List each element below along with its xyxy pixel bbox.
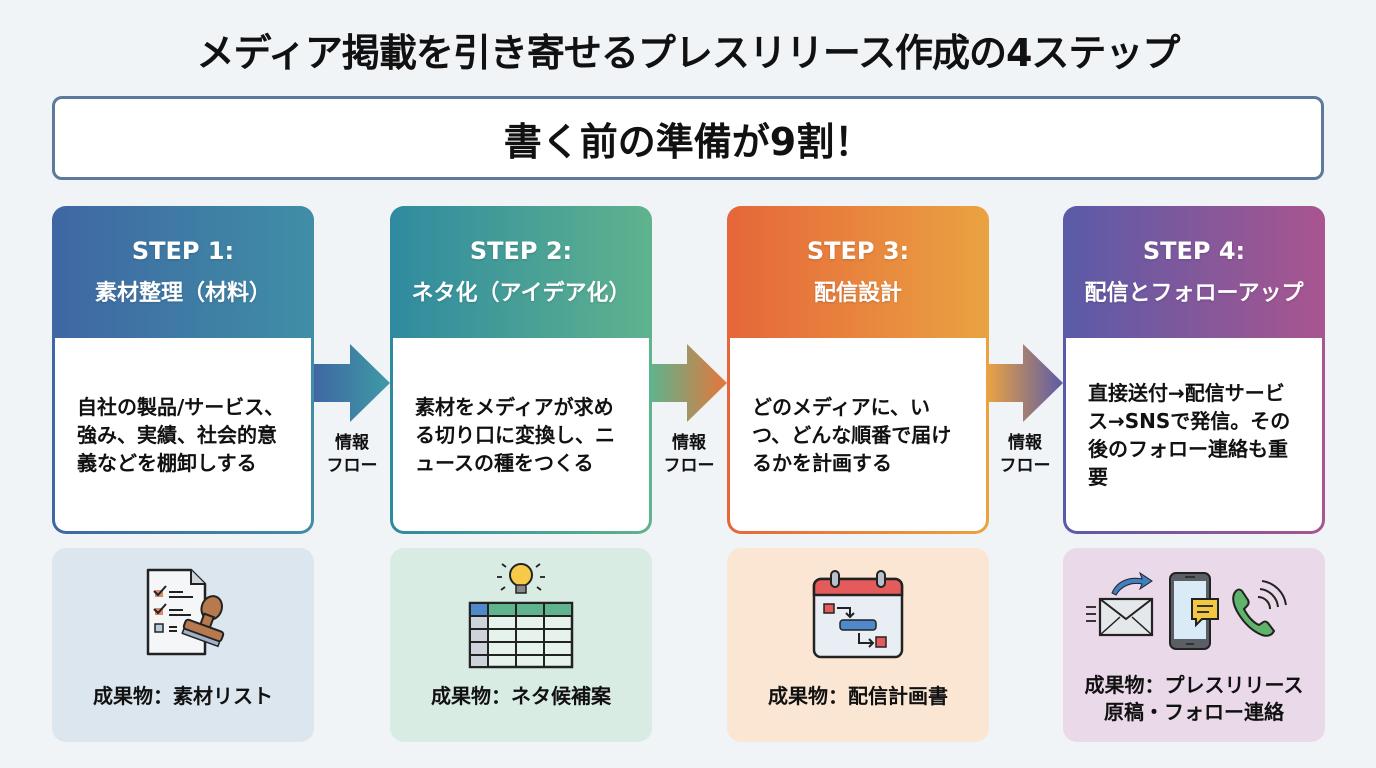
phone-call-icon <box>1232 580 1287 637</box>
step-description-text: 自社の製品/サービス、強み、実績、社会的意義などを棚卸しする <box>77 394 285 475</box>
flow-label: 情報 フロー <box>651 432 727 478</box>
step-name: 配信とフォローアップ <box>1084 281 1304 306</box>
output-card-4: 成果物：プレスリリース 原稿・フォロー連絡 <box>1063 548 1325 742</box>
flow-arrow-icon <box>314 344 390 422</box>
step-description: 自社の製品/サービス、強み、実績、社会的意義などを棚卸しする <box>55 338 311 531</box>
mail-icon <box>1086 571 1154 637</box>
flow-label: 情報 フロー <box>987 432 1063 478</box>
step-card-3: STEP 3: 配信設計 どのメディアに、いつ、どんな順番で届けるかを計画する <box>727 206 989 534</box>
step-name: 素材整理（材料） <box>94 281 271 306</box>
step-card-2: STEP 2: ネタ化（アイデア化） 素材をメディアが求める切り口に変換し、ニュ… <box>390 206 652 534</box>
output-label: 成果物：プレスリリース 原稿・フォロー連絡 <box>1085 672 1304 726</box>
output-card-1: 成果物：素材リスト <box>52 548 314 742</box>
flow-arrow-icon <box>651 344 727 422</box>
step-name: 配信設計 <box>813 281 902 306</box>
lightbulb-table-icon <box>468 563 574 669</box>
output-label: 成果物：ネタ候補案 <box>431 684 611 708</box>
step-header: STEP 2: ネタ化（アイデア化） <box>393 206 649 338</box>
step-card-4: STEP 4: 配信とフォローアップ 直接送付→配信サービス→SNSで発信。その… <box>1063 206 1325 534</box>
step-number: STEP 4: <box>1142 237 1246 265</box>
flow-label-line: 情報 <box>1008 433 1042 453</box>
output-card-2: 成果物：ネタ候補案 <box>390 548 652 742</box>
step-number: STEP 3: <box>806 237 910 265</box>
headline-banner: 書く前の準備が9割！ <box>52 96 1324 180</box>
output-card-3: 成果物：配信計画書 <box>727 548 989 742</box>
flow-label-line: フロー <box>663 455 715 476</box>
smartphone-icon <box>1169 572 1219 650</box>
step-description-text: 素材をメディアが求める切り口に変換し、ニュースの種をつくる <box>415 394 615 475</box>
step-header: STEP 1: 素材整理（材料） <box>55 206 311 338</box>
step-description: どのメディアに、いつ、どんな順番で届けるかを計画する <box>730 338 986 531</box>
step-header: STEP 3: 配信設計 <box>730 206 986 338</box>
flow-label-line: フロー <box>326 455 378 476</box>
output-label-line: 原稿・フォロー連絡 <box>1104 700 1284 724</box>
output-label: 成果物：素材リスト <box>93 684 273 708</box>
step-name: ネタ化（アイデア化） <box>411 281 631 306</box>
checklist-stamp-icon <box>146 568 225 656</box>
step-description: 直接送付→配信サービス→SNSで発信。その後のフォロー連絡も重要 <box>1066 338 1322 531</box>
step-number: STEP 2: <box>469 237 573 265</box>
output-label-line: 成果物：プレスリリース <box>1084 673 1304 697</box>
step-description-text: 直接送付→配信サービス→SNSで発信。その後のフォロー連絡も重要 <box>1088 380 1291 489</box>
mail-phone-call-icon <box>1086 571 1287 650</box>
flow-label: 情報 フロー <box>314 432 390 478</box>
step-header: STEP 4: 配信とフォローアップ <box>1066 206 1322 338</box>
flow-label-line: 情報 <box>335 433 369 453</box>
flow-label-line: 情報 <box>672 433 706 453</box>
step-number: STEP 1: <box>131 237 235 265</box>
page-title: メディア掲載を引き寄せるプレスリリース作成の4ステップ <box>196 31 1181 75</box>
step-card-1: STEP 1: 素材整理（材料） 自社の製品/サービス、強み、実績、社会的意義な… <box>52 206 314 534</box>
flow-label-line: フロー <box>999 455 1051 476</box>
banner-text: 書く前の準備が9割！ <box>503 119 873 164</box>
step-description-text: どのメディアに、いつ、どんな順番で届けるかを計画する <box>752 394 952 475</box>
output-label: 成果物：配信計画書 <box>768 684 948 708</box>
step-description: 素材をメディアが求める切り口に変換し、ニュースの種をつくる <box>393 338 649 531</box>
flow-arrow-icon <box>987 344 1063 422</box>
calendar-plan-icon <box>812 570 904 659</box>
